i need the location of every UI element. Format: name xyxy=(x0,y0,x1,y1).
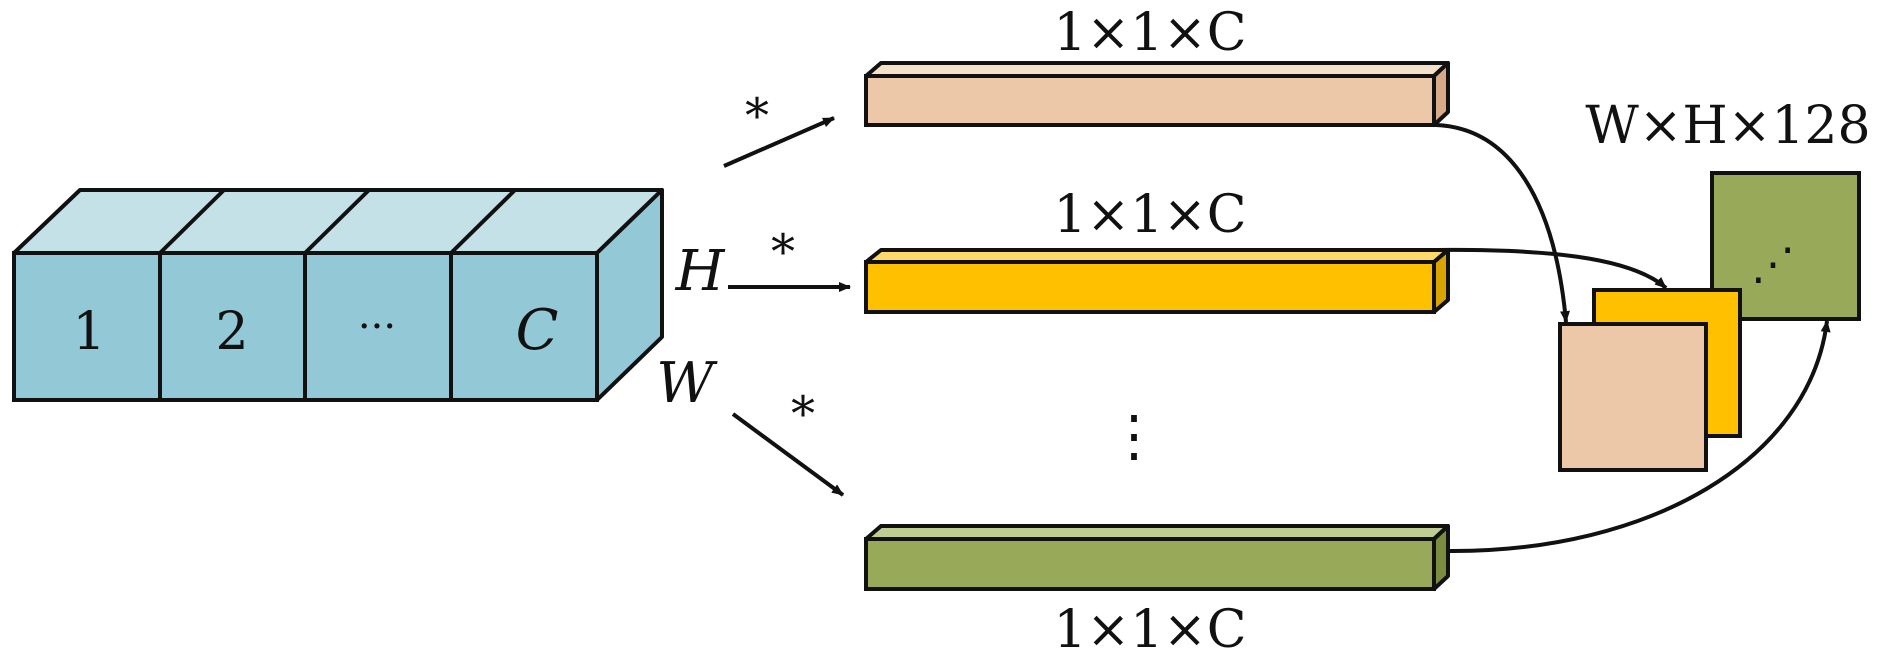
output-ellipsis: ⋰ xyxy=(1751,239,1795,290)
kernel-middle-front-face xyxy=(864,260,1436,314)
height-label: H xyxy=(675,239,726,304)
kernels-ellipsis: ⋮ xyxy=(1106,404,1162,469)
convolution-operator-top: * xyxy=(745,88,769,144)
cell-label-c: C xyxy=(516,298,559,363)
connection-curves xyxy=(1435,123,1831,554)
kernel-bottom-front-face xyxy=(864,537,1436,591)
arrow-to-bottom-kernel xyxy=(731,412,845,497)
output-label: W×H×128 xyxy=(1585,96,1870,156)
arrow-to-top-kernel xyxy=(723,116,835,168)
cell-label-1: 1 xyxy=(72,302,105,362)
output-stack: W×H×128 ⋰ xyxy=(1558,96,1871,472)
curve-bottom-kernel-to-output xyxy=(1449,320,1831,554)
convolution-operator-middle: * xyxy=(771,224,795,280)
cell-label-ellipsis: ··· xyxy=(358,304,396,350)
kernel-bottom-side-face xyxy=(1432,524,1450,591)
kernel-middle-label: 1×1×C xyxy=(1053,185,1246,245)
input-tensor: 1 2 ··· C H W xyxy=(12,188,726,416)
kernel-top: 1×1×C xyxy=(864,3,1450,127)
curve-top-kernel-to-output xyxy=(1435,123,1570,323)
kernel-top-side-face xyxy=(1432,61,1450,127)
kernel-top-label: 1×1×C xyxy=(1053,3,1246,63)
curve-middle-kernel-to-output xyxy=(1435,247,1668,290)
kernel-middle: 1×1×C xyxy=(864,185,1450,314)
top-divider xyxy=(449,188,517,255)
top-divider xyxy=(303,188,371,255)
width-label: W xyxy=(656,351,718,416)
kernel-top-front-face xyxy=(864,74,1436,127)
cell-label-2: 2 xyxy=(215,302,248,362)
convolution-operator-bottom: * xyxy=(791,386,815,442)
kernel-bottom-label: 1×1×C xyxy=(1053,600,1246,657)
convolution-arrows: * * * xyxy=(723,88,851,497)
top-divider xyxy=(158,188,226,255)
kernel-middle-side-face xyxy=(1432,248,1450,314)
kernel-bottom: 1×1×C xyxy=(864,524,1450,657)
output-map-peach xyxy=(1558,322,1708,472)
